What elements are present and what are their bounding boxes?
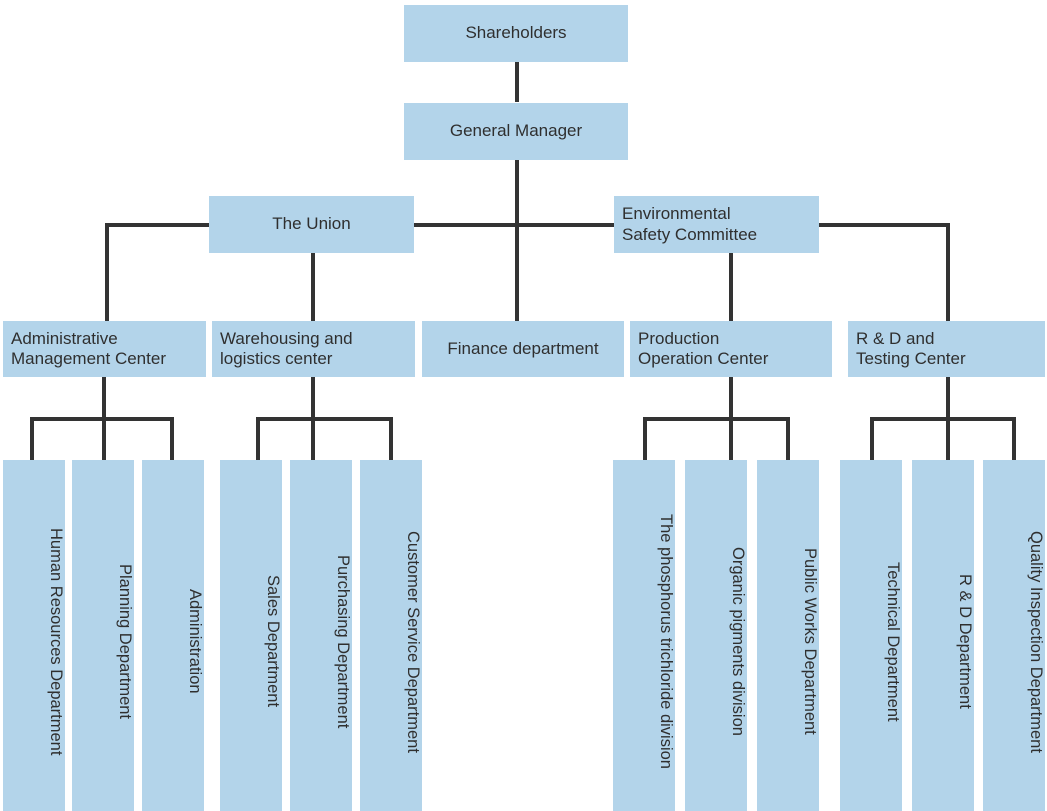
node-the-union[interactable]: The Union: [209, 196, 414, 253]
connector-to-technical-department: [870, 417, 874, 461]
connector-to-sales-department: [256, 417, 260, 461]
node-human-resources-department[interactable]: Human Resources Department: [3, 460, 65, 811]
node-quality-inspection-department[interactable]: Quality Inspection Department: [983, 460, 1045, 811]
connector-environmental-safety-committee-to-production-operation-center: [729, 252, 733, 323]
connector-administrative-management-center-stub: [102, 377, 106, 420]
node-rd-department[interactable]: R & D Department: [912, 460, 974, 811]
connector-to-human-resources-department: [30, 417, 34, 461]
node-public-works-department[interactable]: Public Works Department: [757, 460, 819, 811]
connector-level2-bus: [105, 223, 950, 227]
node-administrative-management-center[interactable]: Administrative Management Center: [3, 321, 206, 377]
connector-to-quality-inspection-department: [1012, 417, 1016, 461]
connector-to-phosphorus-trichloride-division: [643, 417, 647, 461]
node-shareholders[interactable]: Shareholders: [404, 5, 628, 62]
node-phosphorus-trichloride-division[interactable]: The phosphorus trichloride division: [613, 460, 675, 811]
connector-production-operation-center-bar: [643, 417, 790, 421]
node-production-operation-center[interactable]: Production Operation Center: [630, 321, 832, 377]
connector-to-organic-pigments-division: [729, 417, 733, 461]
connector-to-administration: [170, 417, 174, 461]
connector-to-customer-service-department: [389, 417, 393, 461]
node-environmental-safety-committee[interactable]: Environmental Safety Committee: [614, 196, 819, 253]
node-finance-department[interactable]: Finance department: [422, 321, 624, 377]
connector-rd-testing-center-bar: [870, 417, 1016, 421]
node-administration[interactable]: Administration: [142, 460, 204, 811]
connector-warehousing-logistics-center-bar: [256, 417, 393, 421]
node-technical-department[interactable]: Technical Department: [840, 460, 902, 811]
connector-the-union-to-warehousing-logistics-center: [311, 252, 315, 323]
node-organic-pigments-division[interactable]: Organic pigments division: [685, 460, 747, 811]
node-planning-department[interactable]: Planning Department: [72, 460, 134, 811]
connector-shareholders-to-general-manager: [515, 62, 519, 102]
connector-warehousing-logistics-center-stub: [311, 377, 315, 420]
node-customer-service-department[interactable]: Customer Service Department: [360, 460, 422, 811]
connector-to-planning-department: [102, 417, 106, 461]
connector-to-rd-department: [946, 417, 950, 461]
connector-to-purchasing-department: [311, 417, 315, 461]
node-purchasing-department[interactable]: Purchasing Department: [290, 460, 352, 811]
connector-bus-to-administrative-management-center: [105, 223, 109, 323]
node-rd-testing-center[interactable]: R & D and Testing Center: [848, 321, 1045, 377]
connector-rd-testing-center-stub: [946, 377, 950, 420]
node-warehousing-logistics-center[interactable]: Warehousing and logistics center: [212, 321, 415, 377]
connector-bus-to-rd-testing-center: [946, 223, 950, 323]
connector-general-manager-trunk: [515, 160, 519, 323]
node-general-manager[interactable]: General Manager: [404, 103, 628, 160]
connector-to-public-works-department: [786, 417, 790, 461]
node-sales-department[interactable]: Sales Department: [220, 460, 282, 811]
connector-production-operation-center-stub: [729, 377, 733, 420]
